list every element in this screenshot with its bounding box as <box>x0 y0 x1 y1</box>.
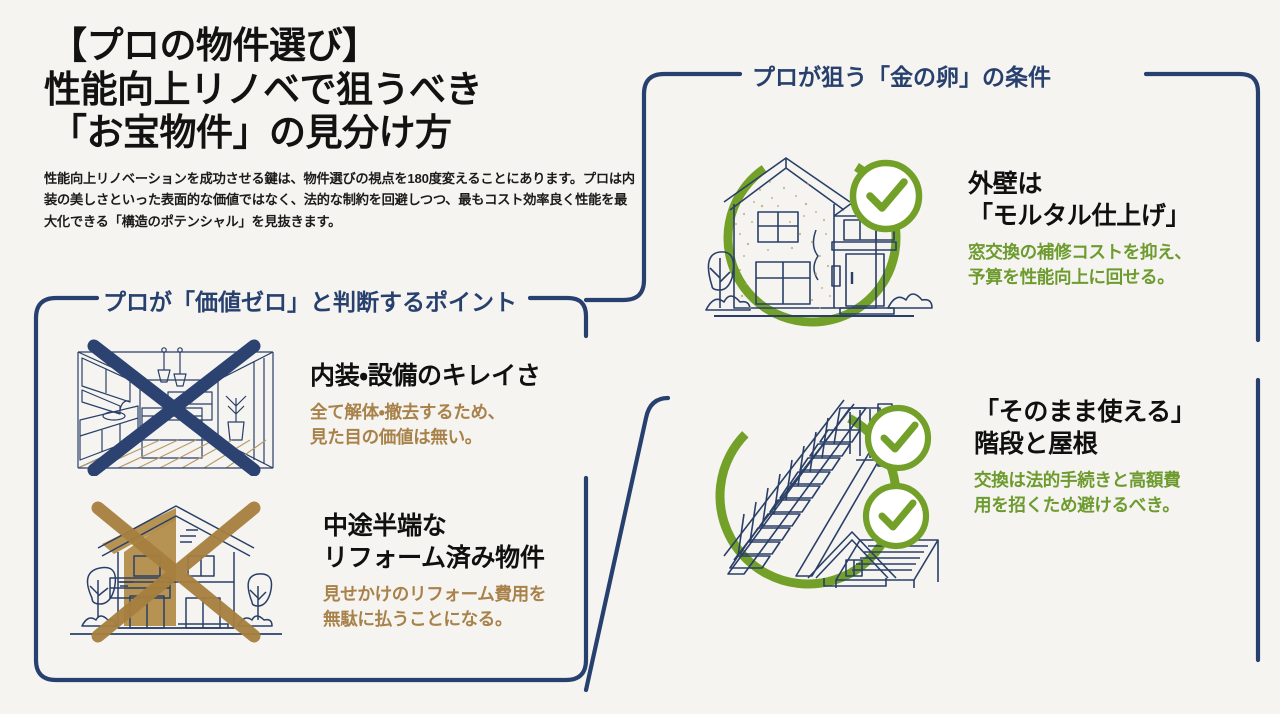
item-text: 外壁は 「モルタル仕上げ」 窓交換の補修コストを抑え、 予算を性能向上に回せる。 <box>968 138 1192 290</box>
page-title: 【プロの物件選び】 性能向上リノベで狙うべき 「お宝物件」の見分け方 <box>44 24 644 155</box>
staircase-roof-icon <box>700 390 950 600</box>
page-title-line3: 「お宝物件」の見分け方 <box>50 112 452 154</box>
check-circle-icon <box>849 159 923 233</box>
headline-block: 【プロの物件選び】 性能向上リノベで狙うべき 「お宝物件」の見分け方 性能向上リ… <box>44 24 644 232</box>
item-heading-line1: 「そのまま使える」 <box>974 398 1196 426</box>
item-description-line1: 窓交換の補修コストを抑え、 <box>968 242 1192 262</box>
item-heading: 中途半端な リフォーム済み物件 <box>323 510 546 574</box>
right-panel-title: プロが狙う「金の卵」の条件 <box>752 64 1051 90</box>
item-description: 交換は法的手続きと高額費 用を招くため避けるべき。 <box>974 468 1196 518</box>
item-description-line1: 見せかけのリフォーム費用を <box>323 584 547 604</box>
item-description: 見せかけのリフォーム費用を 無駄に払うことになる。 <box>323 582 546 632</box>
page-title-line2: 性能向上リノベで狙うべき <box>44 68 483 110</box>
item-description: 窓交換の補修コストを抑え、 予算を性能向上に回せる。 <box>968 240 1192 290</box>
list-item: 中途半端な リフォーム済み物件 見せかけのリフォーム費用を 無駄に払うことになる… <box>62 494 546 644</box>
list-item: 内装・設備のキレイさ 全て解体・撤去するため、 見た目の価値は無い。 <box>68 336 541 476</box>
interior-kitchen-crossed-out-icon <box>68 336 283 476</box>
item-description-line2: 見た目の価値は無い。 <box>310 427 482 448</box>
item-heading-line2: 「モルタル仕上げ」 <box>968 202 1191 230</box>
item-description: 全て解体・撤去するため、 見た目の価値は無い。 <box>310 400 541 450</box>
item-description-line2: 無駄に払うことになる。 <box>323 609 513 630</box>
page-title-line1: 【プロの物件選び】 <box>50 25 379 66</box>
item-heading: 「そのまま使える」 階段と屋根 <box>974 396 1196 460</box>
item-heading: 外壁は 「モルタル仕上げ」 <box>968 168 1192 232</box>
item-description-line2: 予算を性能向上に回せる。 <box>968 267 1175 288</box>
mortar-house-icon <box>700 138 940 338</box>
list-item: 「そのまま使える」 階段と屋根 交換は法的手続きと高額費 用を招くため避けるべき… <box>700 390 1196 600</box>
item-text: 内装・設備のキレイさ 全て解体・撤去するため、 見た目の価値は無い。 <box>310 336 541 450</box>
check-circle-icon <box>864 404 932 472</box>
item-description-line2: 用を招くため避けるべき。 <box>974 495 1180 516</box>
item-heading: 内装・設備のキレイさ <box>310 362 541 390</box>
item-text: 中途半端な リフォーム済み物件 見せかけのリフォーム費用を 無駄に払うことになる… <box>323 494 546 632</box>
lead-paragraph: 性能向上リノベーションを成功させる鍵は、物件選びの視点を180度変えることにあり… <box>44 170 635 229</box>
item-heading-line1: 外壁は <box>968 170 1043 198</box>
list-item: 外壁は 「モルタル仕上げ」 窓交換の補修コストを抑え、 予算を性能向上に回せる。 <box>700 138 1192 338</box>
item-description-line1: 交換は法的手続きと高額費 <box>974 470 1181 490</box>
item-text: 「そのまま使える」 階段と屋根 交換は法的手続きと高額費 用を招くため避けるべき… <box>974 390 1196 518</box>
item-heading-line2: リフォーム済み物件 <box>323 544 545 572</box>
renovated-house-crossed-out-icon <box>62 494 290 644</box>
check-circle-icon <box>862 482 930 550</box>
item-description-line1: 全て解体・撤去するため、 <box>310 402 505 422</box>
left-panel-title: プロが「価値ゼロ」と判断するポイント <box>103 289 517 315</box>
item-heading-line2: 階段と屋根 <box>974 430 1098 458</box>
item-heading-line1: 中途半端な <box>323 512 447 540</box>
